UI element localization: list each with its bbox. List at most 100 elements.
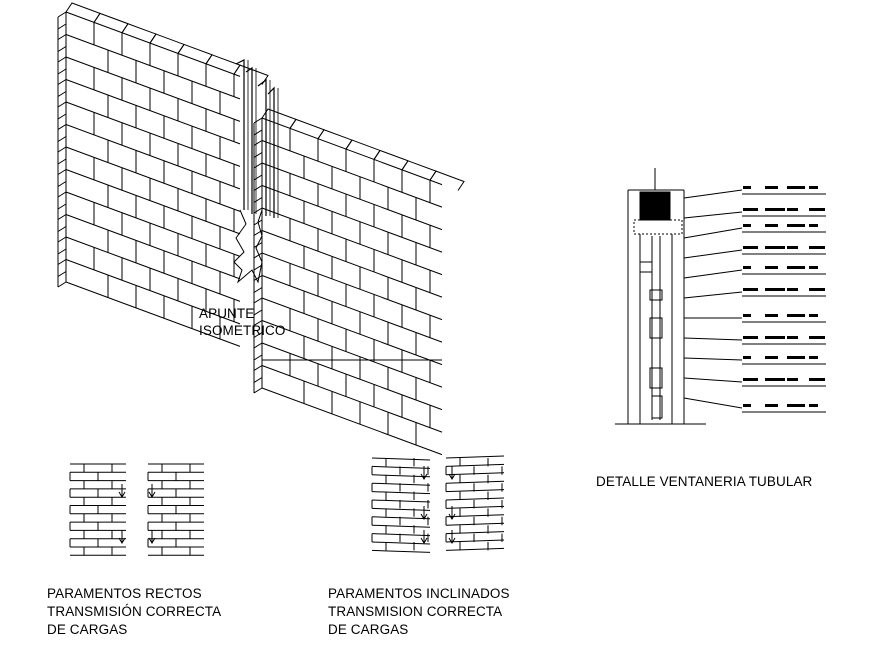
brick-edge [253,152,263,158]
course-line [261,207,443,276]
brick-edge [253,354,263,361]
label-scribble [743,404,751,407]
course-line [445,480,505,484]
load-arrow-head [118,491,126,498]
leader-line [683,269,743,279]
course-line [65,79,241,145]
straight-caption-line1: PARAMENTOS RECTOS [47,586,202,601]
label-scribble [809,336,825,339]
course-edge [253,342,263,349]
course-line [261,387,443,456]
label-scribble [765,378,785,381]
cap-brick [93,12,129,33]
rebar-bar [235,59,245,210]
load-arrow-head [420,473,428,480]
label-scribble [787,378,798,381]
course-line [445,472,505,476]
cap-brick [65,2,101,23]
label-scribble [809,404,818,407]
load-arrow-head [448,473,456,480]
cap-brick [149,33,185,54]
cap-brick [205,54,241,75]
course-line [261,252,443,321]
cap-brick [373,149,409,171]
course-line [65,191,241,257]
brick-edge [57,23,67,30]
label-scribble [809,266,818,269]
leader-line [683,377,743,383]
load-arrow-head [420,537,428,544]
course-edge [253,387,263,394]
label-scribble [765,314,778,317]
label-scribble [765,356,778,359]
course-line [445,489,505,493]
course-line [65,259,241,325]
inclined-caption-line2: TRANSMISION CORRECTA [328,604,503,619]
course-line [65,236,241,302]
label-scribble [809,378,825,381]
course-line [65,146,241,212]
brick-edge [57,136,67,142]
brick-edge [253,332,263,338]
brick-edge [253,377,263,383]
course-line [371,541,431,545]
label-scribble [787,186,805,189]
isometric-caption: APUNTE ISOMETRICO [199,305,286,339]
window-detail-caption: DETALLE VENTANERIA TUBULAR [596,473,812,490]
course-line [65,124,241,190]
label-scribble [787,336,798,339]
brick-edge [57,46,67,52]
inclined-walls-caption: PARAMENTOS INCLINADOS TRANSMISION CORREC… [328,585,510,639]
course-edge [253,185,263,191]
inclined-wall-left [371,457,431,553]
brick-edge [57,181,67,187]
course-edge [57,101,67,108]
load-arrow-head [420,513,428,520]
course-line [445,455,505,459]
leader-line [683,337,743,341]
profile-section [651,395,663,419]
profile-section [649,289,663,301]
isometric-caption-line2: ISOMETRICO [199,323,286,338]
course-line [261,140,443,208]
isometric-brick-wall [57,2,465,456]
brick-edge [57,158,67,165]
cap-brick [261,108,297,129]
course-edge [57,191,67,198]
course-edge [253,320,263,326]
course-edge [57,259,67,265]
course-edge [57,169,67,175]
leader-line [683,189,743,199]
brick-edge [57,113,67,120]
brick-edge [253,309,263,316]
course-line [65,214,241,280]
cap-brick [401,160,437,181]
course-line [371,499,431,503]
leader-line [683,211,743,219]
label-scribble [743,336,758,339]
brick-edge [57,226,67,232]
course-line [65,281,241,347]
cap-brick [121,23,157,44]
course-line [65,34,241,100]
label-scribble [765,288,785,291]
isometric-caption-line1: APUNTE [199,306,255,321]
course-edge [253,275,263,281]
course-edge [57,214,67,220]
course-edge [57,146,67,153]
course-line [65,11,241,77]
course-line [261,185,443,253]
course-line [445,497,505,501]
course-edge [253,297,263,304]
course-edge [253,117,263,124]
cap-brick [317,129,353,150]
course-line [65,169,241,235]
label-scribble [787,314,805,317]
label-scribble [743,288,758,291]
label-scribble [765,336,785,339]
straight-walls-caption: PARAMENTOS RECTOS TRANSMISIÓN CORRECTA D… [47,585,221,639]
leader-line [683,397,743,409]
brick-edge [57,248,67,255]
leader-line [683,357,743,361]
